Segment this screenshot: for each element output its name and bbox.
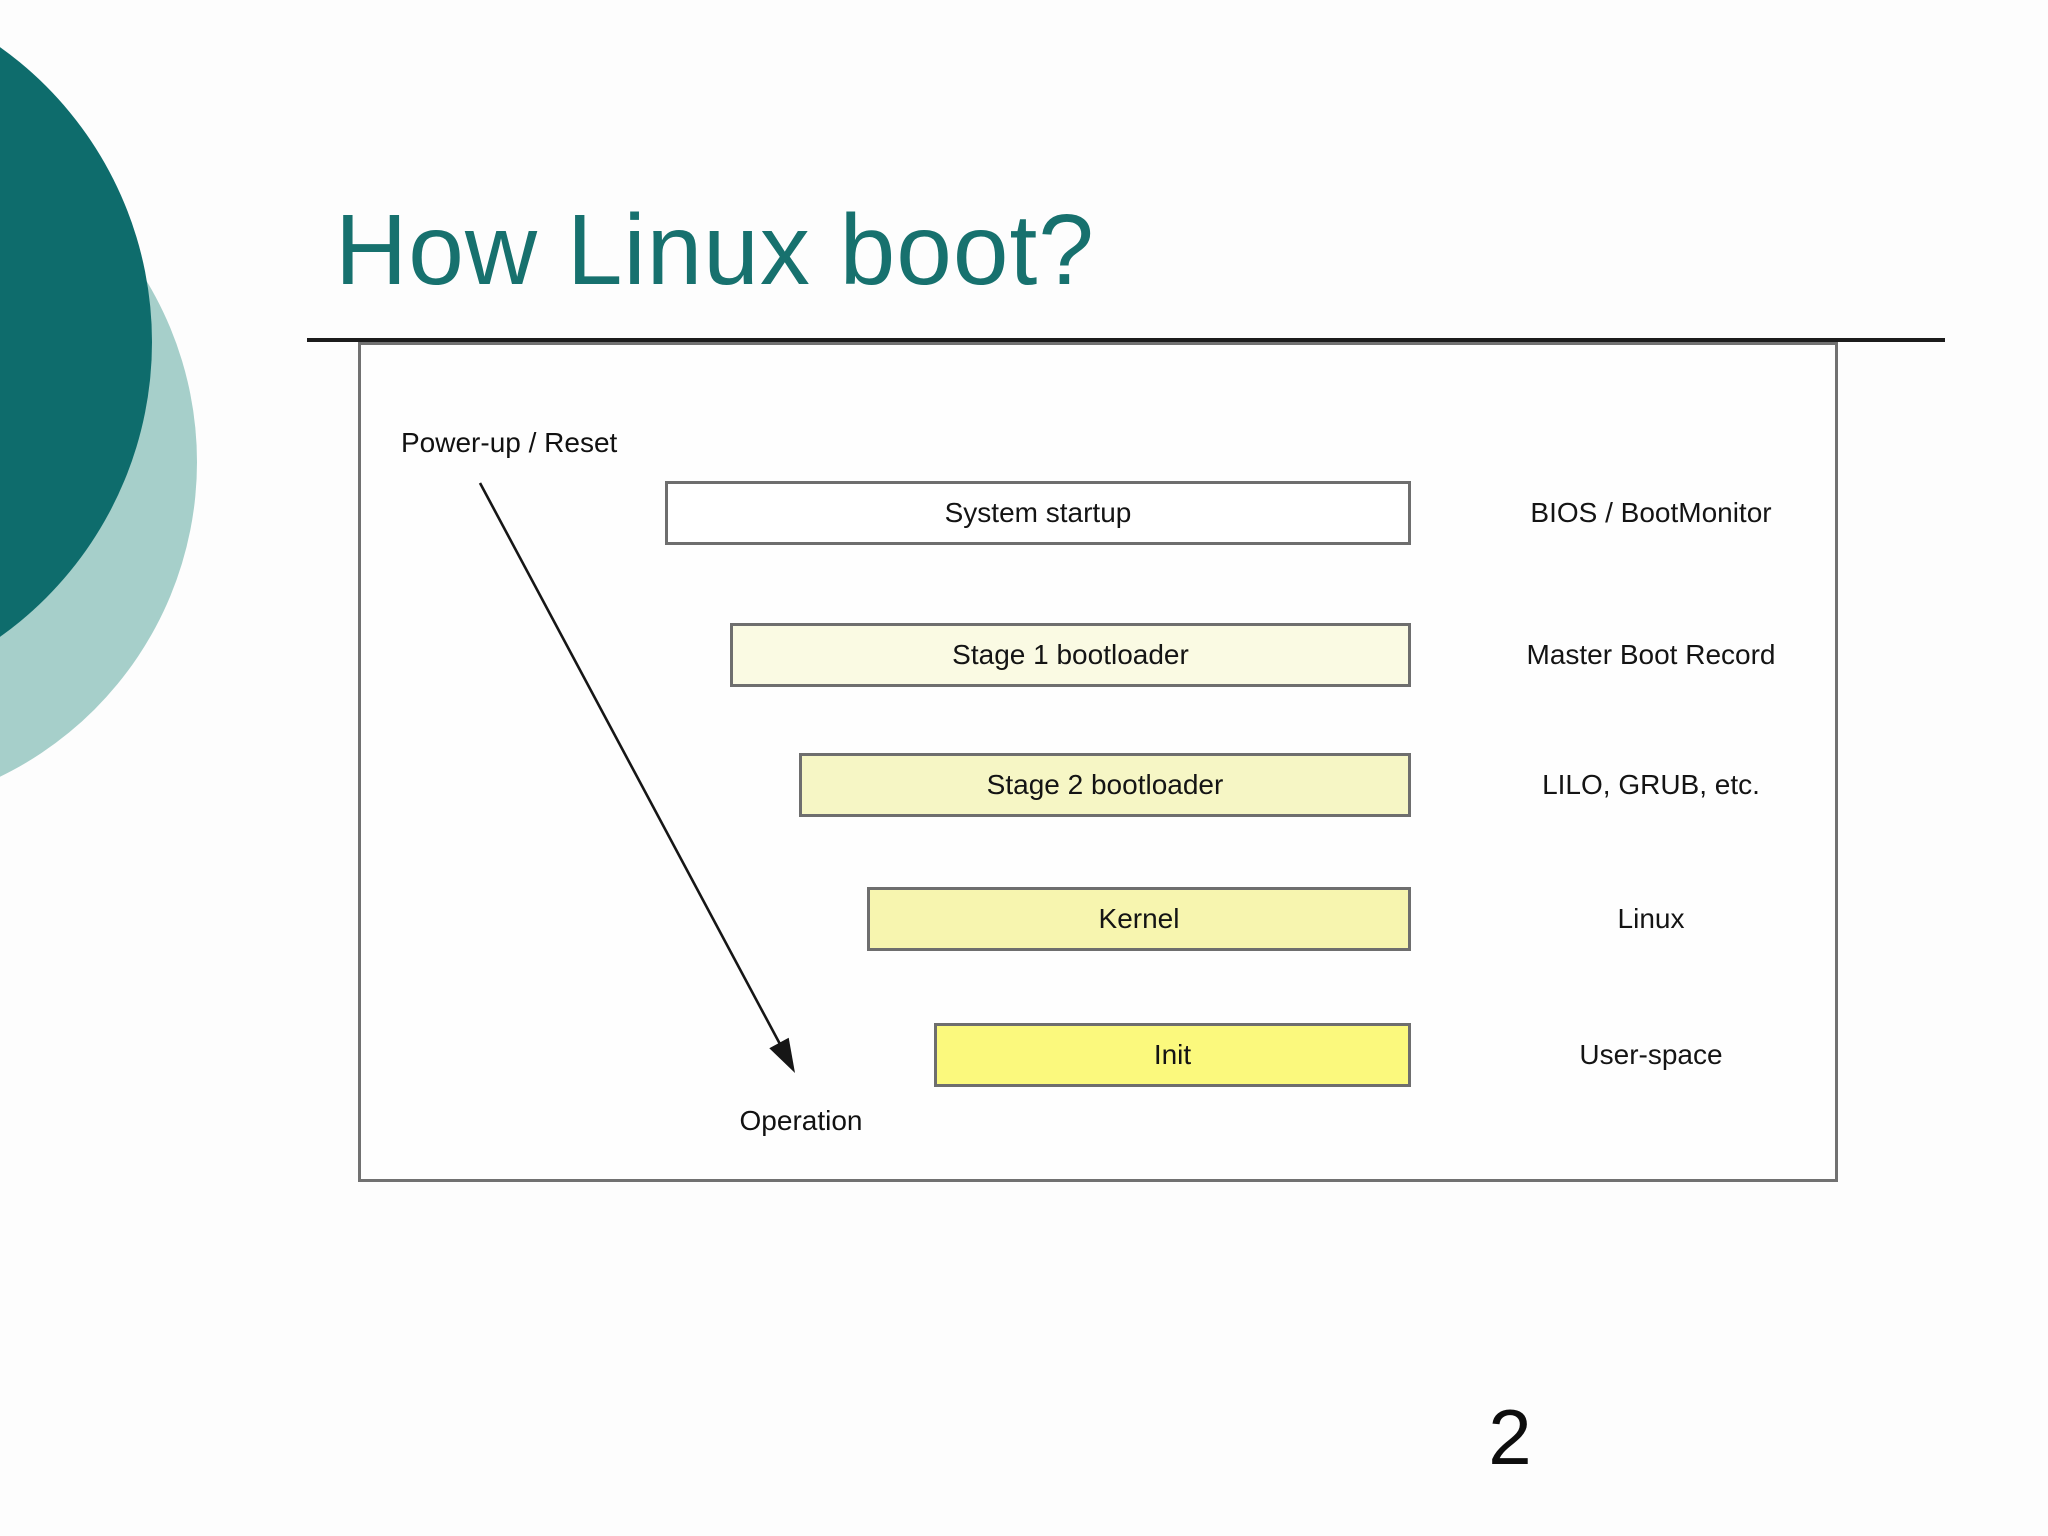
- boot-box-label: Stage 2 bootloader: [986, 769, 1224, 800]
- side-label-linux: Linux: [1617, 903, 1685, 934]
- boot-box-system-startup: System startup: [665, 481, 1411, 545]
- title-underline: [307, 338, 1945, 342]
- page-title: How Linux boot?: [335, 194, 1095, 306]
- boot-box-init: Init: [934, 1023, 1411, 1087]
- boot-box-label: Init: [1153, 1039, 1192, 1070]
- page-number: 2: [1488, 1393, 1532, 1481]
- boot-box-stage2-bootloader: Stage 2 bootloader: [799, 753, 1411, 817]
- side-label-lilo-grub: LILO, GRUB, etc.: [1542, 769, 1760, 800]
- boot-box-label: Stage 1 bootloader: [952, 639, 1189, 670]
- power-up-reset-label: Power-up / Reset: [401, 427, 618, 458]
- boot-box-label: System startup: [944, 497, 1132, 528]
- side-label-bios: BIOS / BootMonitor: [1530, 497, 1772, 528]
- boot-diagram-panel: Power-up / Reset System startup BIOS / B…: [358, 342, 1838, 1182]
- boot-box-label: Kernel: [1098, 903, 1180, 934]
- side-label-mbr: Master Boot Record: [1526, 639, 1776, 670]
- boot-box-kernel: Kernel: [867, 887, 1411, 951]
- flow-arrow: [478, 482, 795, 1073]
- boot-box-stage1-bootloader: Stage 1 bootloader: [730, 623, 1411, 687]
- side-label-user-space: User-space: [1579, 1039, 1723, 1070]
- operation-label: Operation: [739, 1105, 863, 1136]
